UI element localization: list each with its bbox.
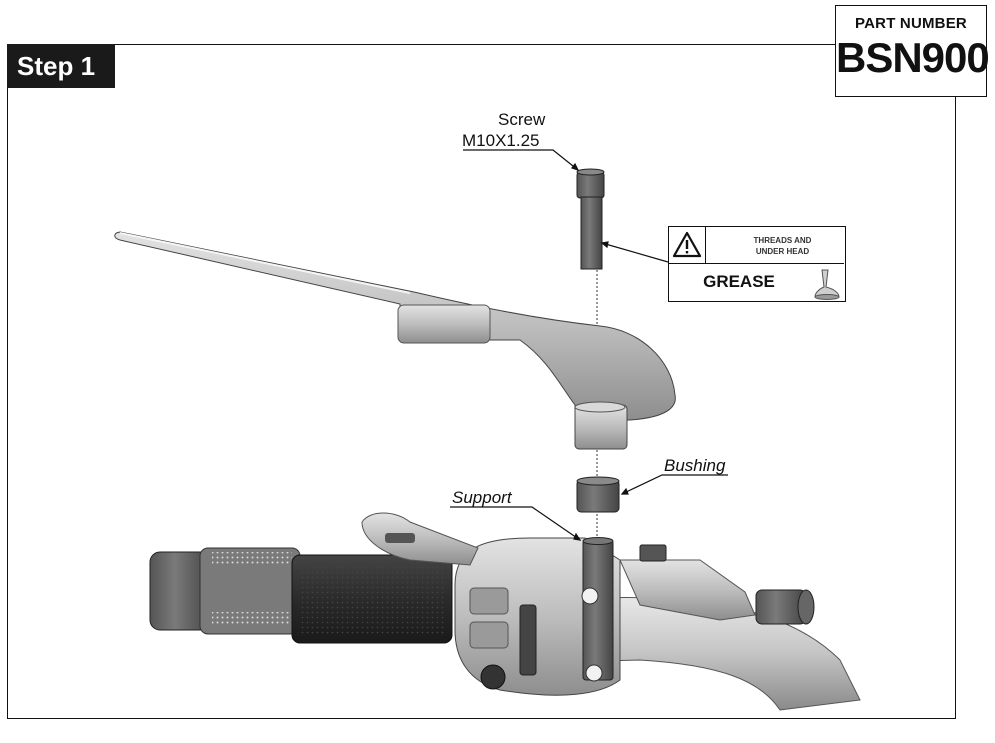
warning-cell [669,227,706,263]
bushing-part [576,476,620,513]
warning-triangle-icon [672,231,702,258]
instruction-frame [7,44,956,719]
grip-part [149,547,453,644]
bushing-callout: Bushing [664,456,726,475]
lever-part [114,231,676,450]
part-number-label: PART NUMBER [855,15,967,32]
screw-leader [463,149,579,171]
grease-note-line2: UNDER HEAD [755,247,810,256]
grease-note-row: THREADS AND UNDER HEAD [669,227,844,264]
support-post [581,537,614,682]
grease-note-line1: THREADS AND [753,236,812,245]
screw-part [576,168,605,270]
original-lever [361,512,479,566]
step-label: Step 1 [7,44,115,88]
bushing-leader [621,474,728,495]
grease-word: GREASE [703,272,775,291]
perch-clamp [619,544,815,625]
grease-note: THREADS AND UNDER HEAD [725,235,840,257]
support-leader [450,506,581,541]
support-callout: Support [452,488,512,507]
part-number-value: BSN900 [836,34,990,81]
screw-callout: Screw [498,110,546,129]
grease-leader [601,242,669,263]
grease-instruction-box: THREADS AND UNDER HEAD GREASE [668,226,846,302]
screw-size-callout: M10X1.25 [462,131,540,150]
grease-tube-icon [814,269,840,300]
switch-housing [454,537,621,696]
part-number-box: PART NUMBER BSN900 [835,5,990,97]
leader-lines [450,149,728,541]
